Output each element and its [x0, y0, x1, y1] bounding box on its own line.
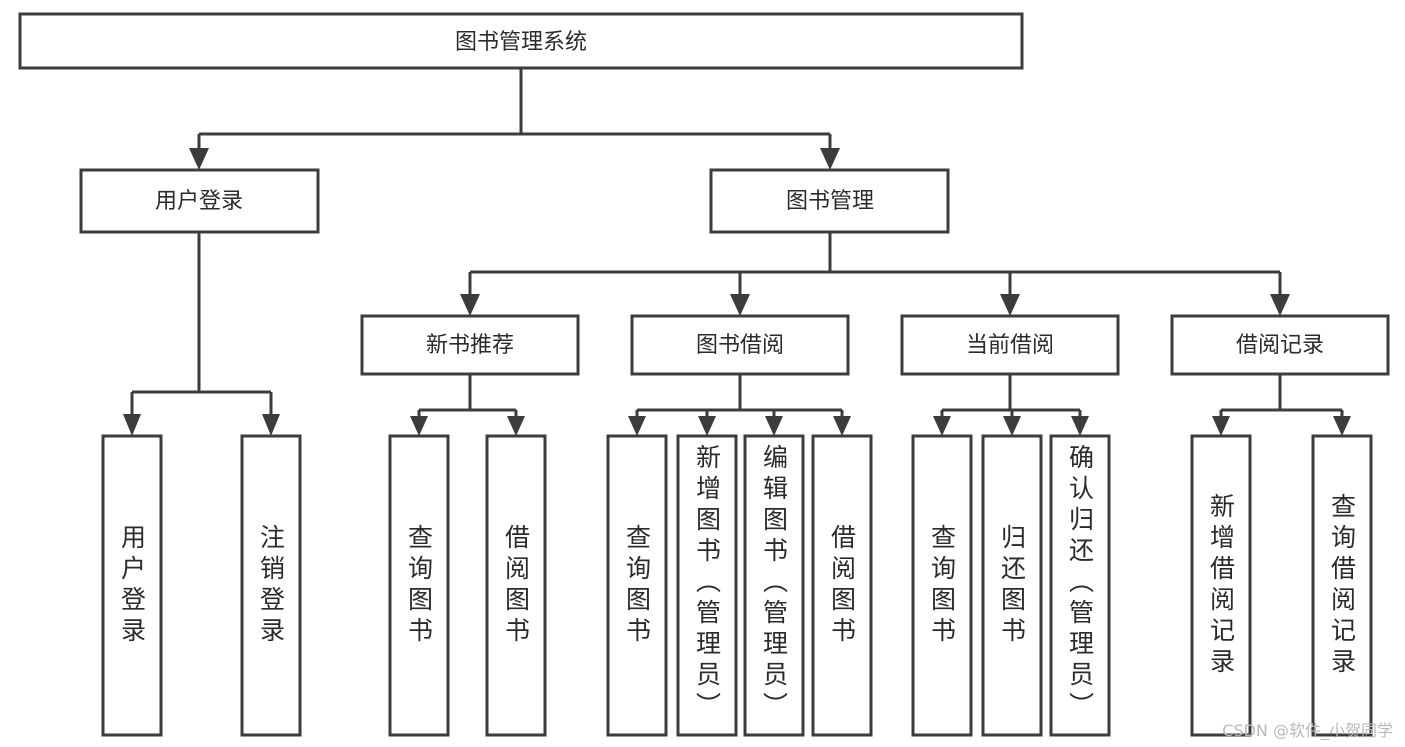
arrow-head-leaf-query-record [1333, 416, 1351, 436]
arrow-head-leaf-add-record [1212, 416, 1230, 436]
arrow-head-leaf-query-book-1 [410, 416, 428, 436]
arrow-head-leaf-borrow-book-2 [833, 416, 851, 436]
node-borrow-record-label: 借阅记录 [1236, 333, 1324, 358]
node-book-manage-box[interactable] [709, 168, 950, 234]
node-leaf-query-book-2-box[interactable] [606, 434, 668, 737]
node-leaf-confirm-return-box[interactable] [1049, 434, 1111, 737]
node-leaf-query-book-3-box[interactable] [911, 434, 973, 737]
node-current-borrow[interactable]: 当前借阅 [900, 314, 1120, 376]
node-user-login-box[interactable] [79, 168, 320, 234]
watermark: CSDN @软件_小贺同学 [1222, 721, 1393, 740]
node-new-book-recommend[interactable]: 新书推荐 [360, 314, 580, 376]
arrow-head-current-borrow [1000, 294, 1020, 316]
node-leaf-add-book-box[interactable] [676, 434, 738, 737]
node-leaf-borrow-book-1-box[interactable] [485, 434, 547, 737]
node-borrow-record-box[interactable] [1170, 314, 1390, 376]
node-new-book-recommend-label: 新书推荐 [426, 333, 514, 358]
edge-group-user-login [123, 232, 280, 436]
arrow-head-book-manage [820, 148, 840, 170]
node-leaf-user-login-box[interactable] [101, 434, 163, 737]
edge-group-book-manage [460, 232, 1290, 316]
edge-group-borrow-record [1212, 374, 1351, 436]
edge-group-current-borrow [933, 374, 1089, 436]
node-book-borrow[interactable]: 图书借阅 [630, 314, 850, 376]
arrow-head-user-login [189, 148, 209, 170]
node-book-manage[interactable]: 图书管理 [709, 168, 950, 234]
node-book-borrow-box[interactable] [630, 314, 850, 376]
node-leaf-return-book-box[interactable] [981, 434, 1043, 737]
arrow-head-leaf-query-book-3 [933, 416, 951, 436]
arrow-head-leaf-user-logout [262, 414, 280, 436]
arrow-head-leaf-query-book-2 [628, 416, 646, 436]
node-root-box[interactable] [18, 12, 1024, 70]
node-book-borrow-label: 图书借阅 [696, 333, 784, 358]
arrow-head-book-borrow [730, 294, 750, 316]
node-leaf-edit-book-box[interactable] [743, 434, 805, 737]
node-user-login-label: 用户登录 [155, 189, 243, 214]
node-borrow-record[interactable]: 借阅记录 [1170, 314, 1390, 376]
node-root-label: 图书管理系统 [455, 30, 587, 55]
node-leaf-add-record-box[interactable] [1190, 434, 1252, 737]
arrow-head-leaf-confirm-return [1071, 416, 1089, 436]
arrow-head-leaf-return-book [1003, 416, 1021, 436]
edge-group-new-book-recommend [410, 374, 525, 436]
arrow-head-borrow-record [1270, 294, 1290, 316]
node-new-book-recommend-box[interactable] [360, 314, 580, 376]
edge-group-book-borrow [628, 374, 851, 436]
arrow-head-leaf-borrow-book-1 [507, 416, 525, 436]
node-leaf-query-book-1-box[interactable] [388, 434, 450, 737]
node-user-login[interactable]: 用户登录 [79, 168, 320, 234]
node-current-borrow-label: 当前借阅 [966, 333, 1054, 358]
node-root[interactable]: 图书管理系统 [18, 12, 1024, 70]
node-book-manage-label: 图书管理 [786, 189, 874, 214]
arrow-head-leaf-user-login [123, 414, 141, 436]
edge-group-root [189, 68, 840, 170]
node-leaf-borrow-book-2-box[interactable] [811, 434, 873, 737]
arrow-head-leaf-edit-book [765, 416, 783, 436]
node-leaf-user-logout-box[interactable] [240, 434, 302, 737]
node-leaf-query-record-box[interactable] [1311, 434, 1373, 737]
arrow-head-leaf-add-book [698, 416, 716, 436]
node-current-borrow-box[interactable] [900, 314, 1120, 376]
arrow-head-new-book-recommend [460, 294, 480, 316]
